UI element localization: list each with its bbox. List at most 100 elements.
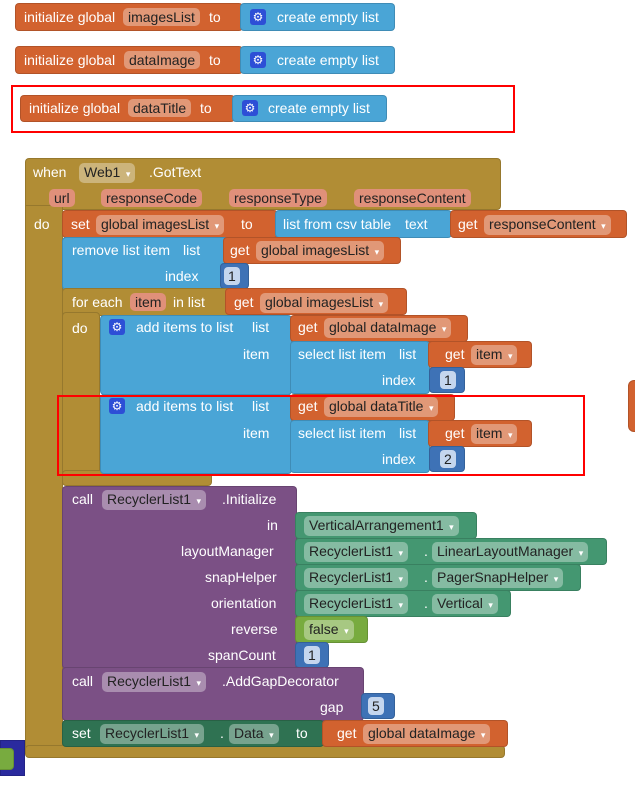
number-field[interactable]: 1 (440, 371, 456, 389)
boolean-dropdown[interactable]: false (304, 620, 354, 640)
to-label: to (209, 52, 221, 68)
add-items-block[interactable] (100, 315, 292, 395)
call-label: call (72, 673, 94, 689)
call-label: call (72, 491, 94, 507)
method-name: .AddGapDecorator (222, 673, 339, 689)
component-dropdown[interactable]: RecyclerList1 (304, 568, 409, 588)
arg-label-snapHelper: snapHelper (205, 569, 277, 585)
dot: . (220, 725, 224, 741)
property-dropdown[interactable]: LinearLayoutManager (432, 542, 589, 562)
partial-block[interactable] (0, 748, 14, 770)
init-keyword: initialize global (24, 9, 116, 25)
get-label: get (298, 398, 318, 414)
list-label: list (399, 346, 417, 362)
var-dropdown[interactable]: global dataImage (363, 724, 491, 744)
event-name: .GotText (149, 164, 202, 180)
param-responseCode[interactable]: responseCode (101, 189, 203, 207)
init-block[interactable] (15, 46, 243, 74)
highlight-box (57, 395, 585, 476)
text-label: text (405, 216, 428, 232)
arg-label-spanCount: spanCount (208, 647, 276, 663)
var-name-field[interactable]: dataTitle (128, 99, 192, 117)
component-dropdown[interactable]: RecyclerList1 (102, 490, 207, 510)
property-dropdown[interactable]: Vertical (432, 594, 498, 614)
item-var-field[interactable]: item (130, 293, 167, 311)
item-label: item (243, 346, 270, 362)
partial-block[interactable] (628, 380, 635, 432)
component-dropdown[interactable]: Web1 (79, 163, 136, 183)
get-label: get (458, 216, 478, 232)
do-label: do (72, 320, 88, 336)
arg-label-in: in (267, 517, 278, 533)
create-empty-list-label: create empty list (268, 100, 370, 116)
get-label: get (230, 242, 250, 258)
list-label: list (252, 398, 270, 414)
var-dropdown[interactable]: global imagesList (260, 293, 389, 313)
list-label: list (399, 425, 417, 441)
dot: . (424, 595, 428, 611)
create-empty-list-label: create empty list (277, 52, 379, 68)
init-keyword: initialize global (29, 100, 121, 116)
gear-icon[interactable]: ⚙ (250, 9, 266, 25)
component-dropdown[interactable]: RecyclerList1 (304, 594, 409, 614)
number-field[interactable]: 1 (224, 267, 240, 285)
gear-icon[interactable]: ⚙ (109, 319, 125, 335)
list-from-csv-block[interactable] (275, 210, 452, 238)
arg-label-reverse: reverse (231, 621, 278, 637)
get-label: get (337, 725, 357, 741)
var-dropdown[interactable]: global imagesList (96, 215, 225, 235)
do-label: do (34, 216, 50, 232)
param-responseType[interactable]: responseType (229, 189, 327, 207)
var-dropdown[interactable]: item (471, 424, 518, 444)
param-responseContent[interactable]: responseContent (354, 189, 471, 207)
select-label: select list item (298, 425, 386, 441)
create-empty-list-label: create empty list (277, 9, 379, 25)
init-block[interactable] (20, 95, 235, 122)
component-dropdown[interactable]: RecyclerList1 (304, 542, 409, 562)
select-list-item-block[interactable] (290, 341, 430, 394)
set-label: set (71, 216, 90, 232)
var-dropdown[interactable]: global imagesList (256, 241, 385, 261)
get-label: get (445, 346, 465, 362)
for-each-label: for each (72, 294, 123, 310)
gear-icon[interactable]: ⚙ (109, 398, 125, 414)
arg-label-orientation: orientation (211, 595, 277, 611)
to-label: to (209, 9, 221, 25)
var-dropdown[interactable]: global dataImage (324, 318, 452, 338)
add-items-block[interactable] (100, 394, 292, 474)
index-label: index (382, 372, 416, 388)
var-name-field[interactable]: imagesList (123, 8, 200, 26)
var-name-field[interactable]: dataImage (124, 51, 201, 69)
to-label: to (296, 725, 308, 741)
index-label: index (165, 268, 199, 284)
index-label: index (382, 451, 416, 467)
component-dropdown[interactable]: RecyclerList1 (100, 724, 205, 744)
number-field[interactable]: 1 (304, 646, 320, 664)
get-label: get (445, 425, 465, 441)
var-dropdown[interactable]: item (471, 345, 518, 365)
property-dropdown[interactable]: PagerSnapHelper (432, 568, 564, 588)
var-dropdown[interactable]: global dataTitle (324, 397, 439, 417)
property-dropdown[interactable]: Data (229, 724, 279, 744)
highlight-box (11, 85, 515, 133)
number-field[interactable]: 2 (440, 450, 456, 468)
select-list-item-block[interactable] (290, 420, 430, 473)
gear-icon[interactable]: ⚙ (242, 100, 258, 116)
init-block[interactable] (15, 3, 243, 31)
event-body (25, 205, 63, 758)
call-block[interactable] (62, 486, 297, 669)
init-keyword: initialize global (24, 52, 116, 68)
component-dropdown[interactable]: RecyclerList1 (102, 672, 207, 692)
remove-block[interactable] (62, 237, 230, 290)
component-dropdown[interactable]: VerticalArrangement1 (304, 516, 459, 536)
gap-label: gap (320, 699, 344, 715)
var-dropdown[interactable]: responseContent (484, 215, 611, 235)
param-url[interactable]: url (49, 189, 75, 207)
to-label: to (241, 216, 253, 232)
create-empty-list-block[interactable] (240, 46, 395, 74)
get-label: get (234, 294, 254, 310)
gear-icon[interactable]: ⚙ (250, 52, 266, 68)
list-label: list (183, 242, 201, 258)
number-field[interactable]: 5 (368, 697, 384, 715)
arg-label-layoutManager: layoutManager (181, 543, 274, 559)
